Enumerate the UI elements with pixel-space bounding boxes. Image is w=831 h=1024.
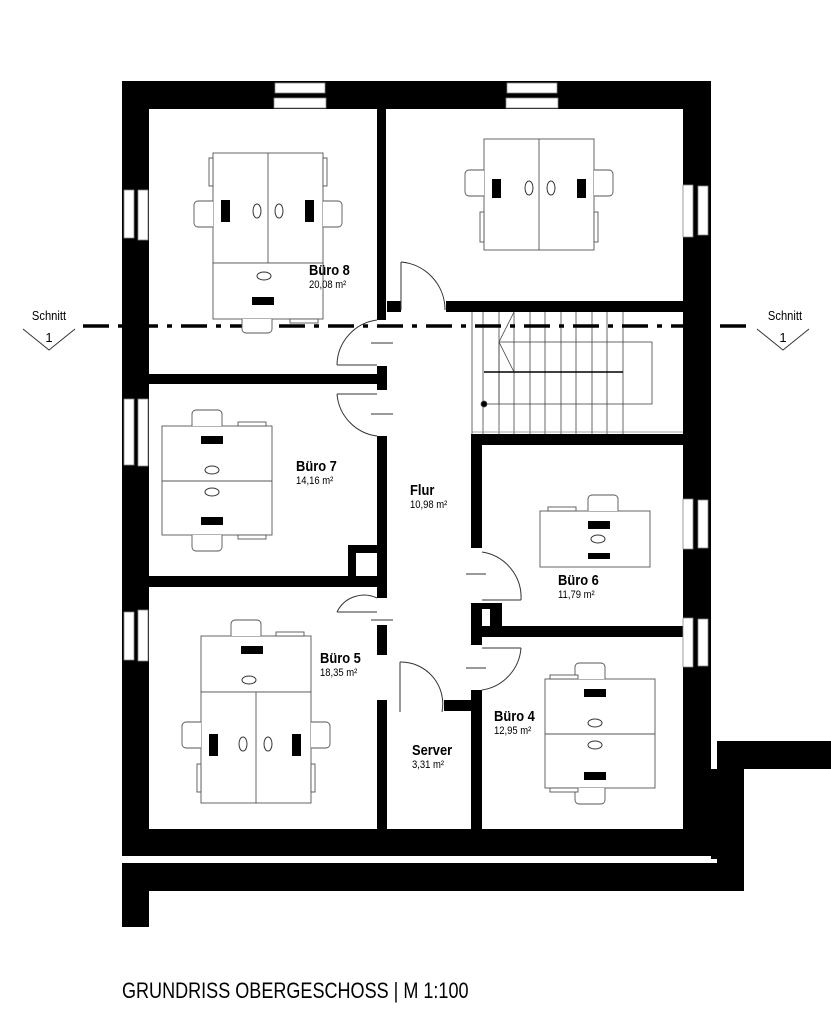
mouse-glyphs xyxy=(204,180,606,752)
room-buero-6: Büro 6 11,79 m² xyxy=(558,572,606,602)
section-marker-right-number: 1 xyxy=(779,330,787,345)
room-name: Server xyxy=(412,742,453,759)
room-area: 14,16 m² xyxy=(296,475,334,487)
room-area: 3,31 m² xyxy=(412,759,445,771)
room-area: 11,79 m² xyxy=(558,589,595,601)
section-marker-left-label: Schnitt xyxy=(31,308,67,323)
room-name: Büro 6 xyxy=(558,572,599,589)
room-buero-7: Büro 7 14,16 m² xyxy=(296,458,344,488)
room-name: Büro 7 xyxy=(296,458,337,475)
room-buero-8: Büro 8 20,08 m² xyxy=(309,262,357,292)
drawing-title: GRUNDRISS OBERGESCHOSS | M 1:100 xyxy=(122,978,469,1003)
room-buero-5: Büro 5 18,35 m² xyxy=(320,650,368,680)
room-area: 12,95 m² xyxy=(494,725,532,737)
room-flur: Flur 10,98 m² xyxy=(410,482,453,512)
doors xyxy=(336,261,522,713)
room-name: Büro 8 xyxy=(309,262,350,279)
staircase xyxy=(471,311,683,434)
desk-equipment xyxy=(201,179,610,780)
room-name: Büro 5 xyxy=(320,650,361,667)
windows xyxy=(123,82,709,668)
room-name: Flur xyxy=(410,482,435,499)
room-server: Server 3,31 m² xyxy=(412,742,459,772)
room-area: 20,08 m² xyxy=(309,279,347,291)
section-marker-left-number: 1 xyxy=(45,330,53,345)
room-name: Büro 4 xyxy=(494,708,535,725)
furniture xyxy=(161,138,656,805)
section-markers xyxy=(22,328,810,351)
room-area: 10,98 m² xyxy=(410,499,448,511)
room-area: 18,35 m² xyxy=(320,667,358,679)
room-buero-4: Büro 4 12,95 m² xyxy=(494,708,542,738)
section-marker-right-label: Schnitt xyxy=(767,308,803,323)
